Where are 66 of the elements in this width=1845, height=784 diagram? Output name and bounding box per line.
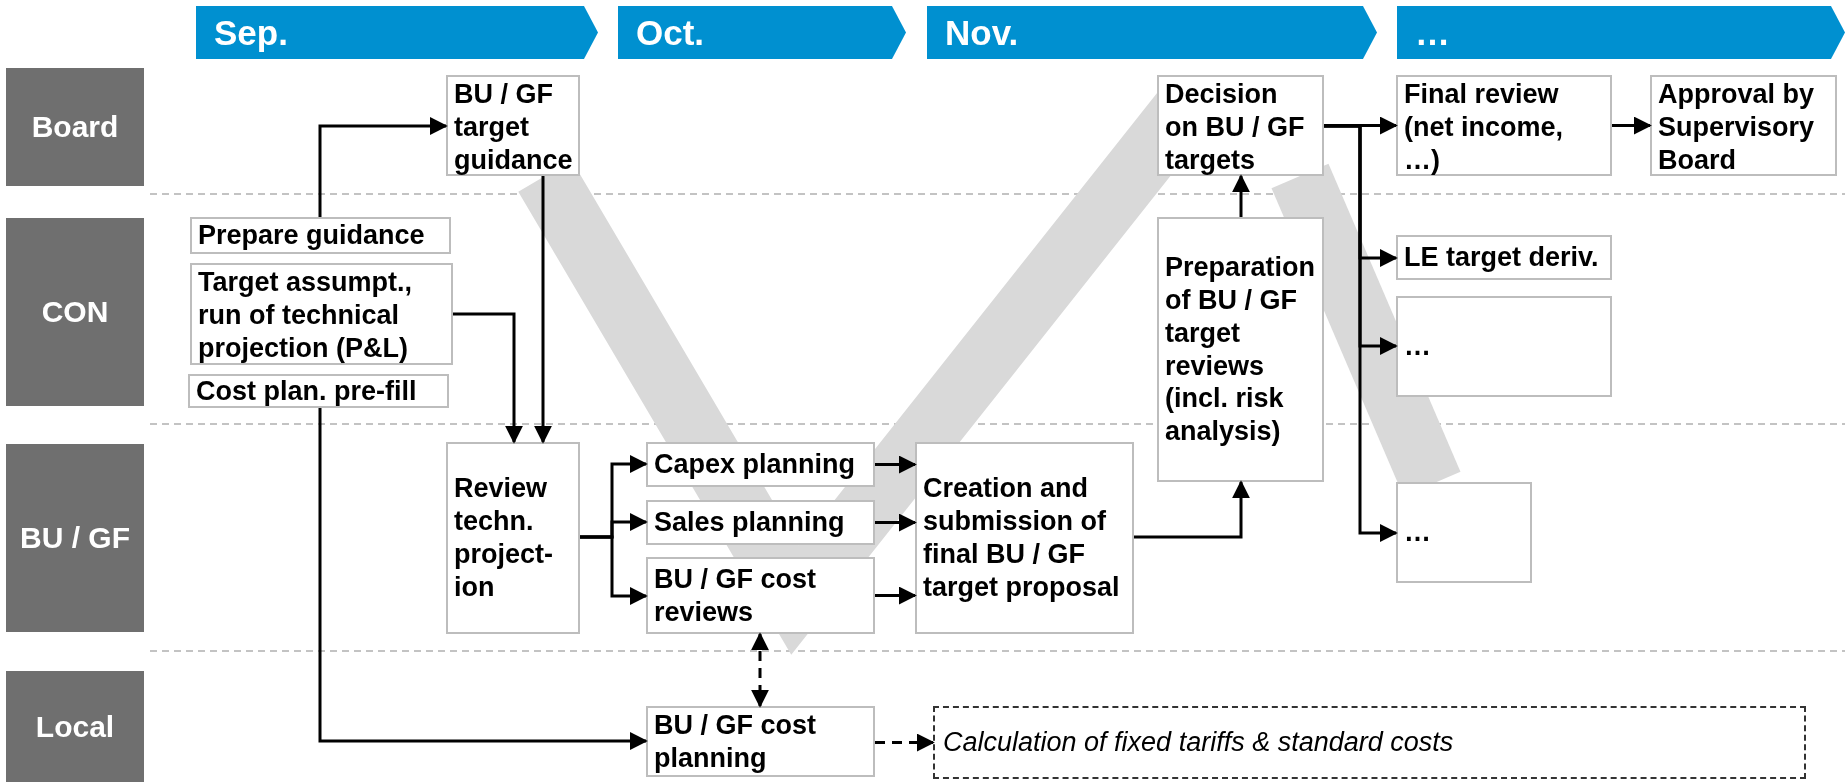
arrow	[1324, 124, 1398, 542]
box-label: LE target deriv.	[1404, 241, 1600, 274]
month-header-banner	[196, 6, 598, 59]
process-box	[1157, 217, 1324, 482]
process-box	[190, 263, 453, 365]
month-header-banner	[618, 6, 906, 59]
process-box	[1396, 296, 1612, 397]
box-label: Review techn. project-ion	[454, 472, 554, 604]
lane-label-text: CON	[41, 294, 109, 331]
box-label: Sales planning	[654, 506, 846, 539]
box-label: Target assumpt., run of technical projection (P&L)	[198, 266, 414, 365]
lane-label	[6, 68, 144, 186]
arrow	[453, 312, 523, 444]
box-label: Prepare guidance	[198, 219, 426, 252]
note-box	[933, 706, 1806, 779]
arrow	[1232, 174, 1250, 217]
note-text: Calculation of fixed tariffs & standard costs	[943, 726, 1455, 759]
box-label: Decision on BU / GF targets	[1165, 78, 1306, 177]
lane-label	[6, 671, 144, 782]
arrow	[875, 455, 917, 474]
arrow	[318, 117, 448, 217]
process-box	[190, 217, 451, 254]
phase-label: Nov.	[945, 12, 1020, 53]
month-header-banner	[927, 6, 1377, 59]
arrow	[318, 408, 648, 750]
arrow	[1134, 480, 1250, 539]
phase-label: Oct.	[636, 12, 706, 53]
lane-label-text: Board	[31, 109, 119, 146]
box-label: Preparation of BU / GF target reviews (incl. risk analysis)	[1165, 250, 1316, 449]
box-label: Creation and submission of final BU / GF target proposal	[923, 472, 1121, 604]
process-box	[646, 706, 875, 777]
arrow	[875, 586, 917, 605]
box-label: …	[1404, 330, 1432, 363]
arrow	[875, 733, 935, 752]
box-label: BU / GF cost planning	[654, 708, 817, 775]
box-label: Cost plan. pre-fill	[196, 374, 418, 408]
arrow	[534, 176, 552, 444]
process-box	[915, 442, 1134, 634]
process-box	[646, 442, 875, 487]
lane-label	[6, 444, 144, 632]
box-label: Capex planning	[654, 448, 857, 481]
arrow	[1324, 116, 1398, 135]
phase-label: Sep.	[214, 12, 289, 53]
process-box	[1157, 75, 1324, 176]
process-box	[646, 557, 875, 634]
lane-label	[6, 218, 144, 406]
arrow	[580, 535, 648, 605]
process-box	[1650, 75, 1837, 176]
lane-label-text: Local	[35, 708, 115, 745]
box-label: …	[1404, 516, 1432, 549]
process-box	[1396, 235, 1612, 280]
process-box	[1396, 482, 1532, 583]
process-box	[646, 500, 875, 545]
process-box	[446, 442, 580, 634]
process-box	[1396, 75, 1612, 176]
arrow	[1612, 116, 1652, 135]
process-box	[446, 75, 580, 176]
arrow	[875, 513, 917, 532]
box-label: BU / GF target guidance	[454, 78, 572, 177]
lane-label-text: BU / GF	[20, 520, 130, 557]
box-label: Approval by Supervisory Board	[1658, 78, 1816, 177]
arrow	[751, 632, 769, 708]
month-header-banner	[1397, 6, 1845, 59]
box-label: BU / GF cost reviews	[654, 562, 817, 629]
box-label: Final review (net income, …)	[1404, 78, 1565, 177]
phase-label: …	[1415, 12, 1451, 53]
